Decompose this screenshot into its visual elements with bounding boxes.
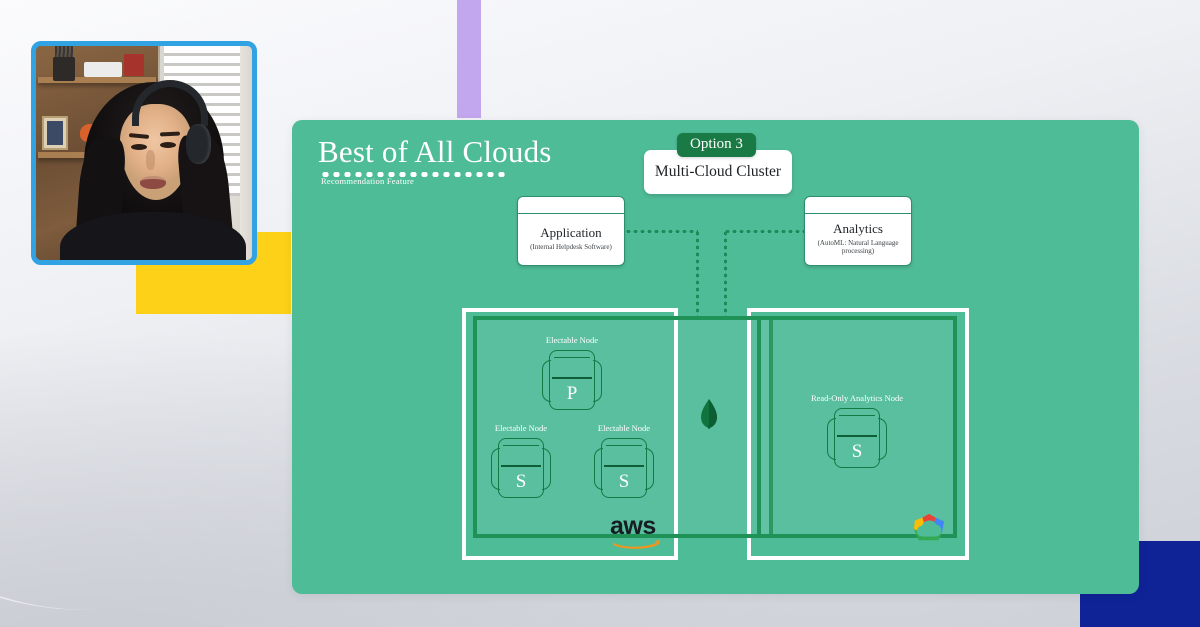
node-role-letter: S (515, 471, 527, 492)
pencil-cup (53, 57, 75, 81)
multi-cloud-cluster-label: Multi-Cloud Cluster (654, 163, 782, 180)
node-label: Electable Node (597, 423, 651, 433)
node-label: Electable Node (494, 423, 548, 433)
slide-subtitle: Recommendation Feature (321, 176, 415, 186)
analytics-card[interactable]: Analytics (AutoML: Natural Language proc… (804, 196, 912, 266)
aws-logo: aws (610, 512, 664, 549)
region-aws (462, 308, 678, 560)
mongodb-leaf-icon (699, 399, 719, 429)
node-role-letter: S (618, 471, 630, 492)
analytics-card-header (805, 197, 911, 214)
pencils (55, 46, 73, 60)
node-cylinder (834, 408, 880, 468)
shelf-object-red (124, 54, 144, 76)
analytics-card-body: Analytics (AutoML: Natural Language proc… (805, 214, 911, 265)
aws-wordmark: aws (610, 512, 656, 540)
connector-application-vertical (696, 230, 699, 320)
connector-analytics-horizontal (724, 230, 804, 233)
node-label: Electable Node (545, 335, 599, 345)
node-divider-line (837, 435, 877, 437)
cluster-boundary-aws (473, 316, 773, 538)
headphones-band (132, 80, 208, 126)
application-card-body: Application (Internal Helpdesk Software) (518, 214, 624, 265)
slide-panel: Best of All Clouds Recommendation Featur… (292, 120, 1139, 594)
window-curtain (240, 46, 252, 260)
node-divider-line (604, 465, 644, 467)
node-divider-line (552, 377, 592, 379)
presenter-webcam[interactable] (31, 41, 257, 265)
cluster-boundary-gcp (757, 316, 957, 538)
headphones-earcup (186, 124, 211, 164)
presenter-eye (131, 144, 147, 150)
shelf-board (38, 77, 156, 83)
application-title: Application (540, 225, 602, 241)
node-divider-line (501, 465, 541, 467)
node-top-line (606, 445, 642, 446)
multi-cloud-cluster-card[interactable]: Multi-Cloud Cluster (644, 150, 792, 194)
presenter-nose (146, 150, 155, 170)
node-electable-secondary[interactable]: Electable Node S (592, 423, 656, 502)
node-top-line (839, 415, 875, 416)
option-badge: Option 3 (677, 133, 756, 157)
analytics-note: (AutoML: Natural Language processing) (817, 238, 899, 256)
picture-frame (42, 116, 68, 150)
application-card[interactable]: Application (Internal Helpdesk Software) (517, 196, 625, 266)
node-top-line (503, 445, 539, 446)
node-role-letter: S (851, 441, 863, 462)
node-cylinder (549, 350, 595, 410)
presenter-mouth (140, 176, 166, 189)
connector-application-horizontal (625, 230, 698, 233)
picture-frame-photo (47, 121, 63, 145)
region-gcp (747, 308, 969, 560)
node-electable-secondary[interactable]: Electable Node S (489, 423, 553, 502)
presenter-torso (60, 212, 246, 260)
node-cylinder (601, 438, 647, 498)
node-read-only-analytics[interactable]: Read-Only Analytics Node S (811, 393, 903, 472)
node-label: Read-Only Analytics Node (810, 393, 904, 403)
node-role-letter: P (566, 383, 578, 404)
application-card-header (518, 197, 624, 214)
shelf-box (84, 62, 122, 77)
node-cylinder (498, 438, 544, 498)
node-top-line (554, 357, 590, 358)
slide-title: Best of All Clouds (318, 134, 552, 169)
presenter-eye (160, 142, 176, 148)
analytics-title: Analytics (833, 220, 883, 236)
title-dotted-rule (320, 172, 506, 177)
application-note: (Internal Helpdesk Software) (530, 242, 612, 251)
connector-analytics-vertical (724, 230, 727, 320)
node-electable-primary[interactable]: Electable Node P (540, 335, 604, 414)
google-cloud-logo (910, 512, 948, 544)
accent-bar-purple (457, 0, 481, 118)
